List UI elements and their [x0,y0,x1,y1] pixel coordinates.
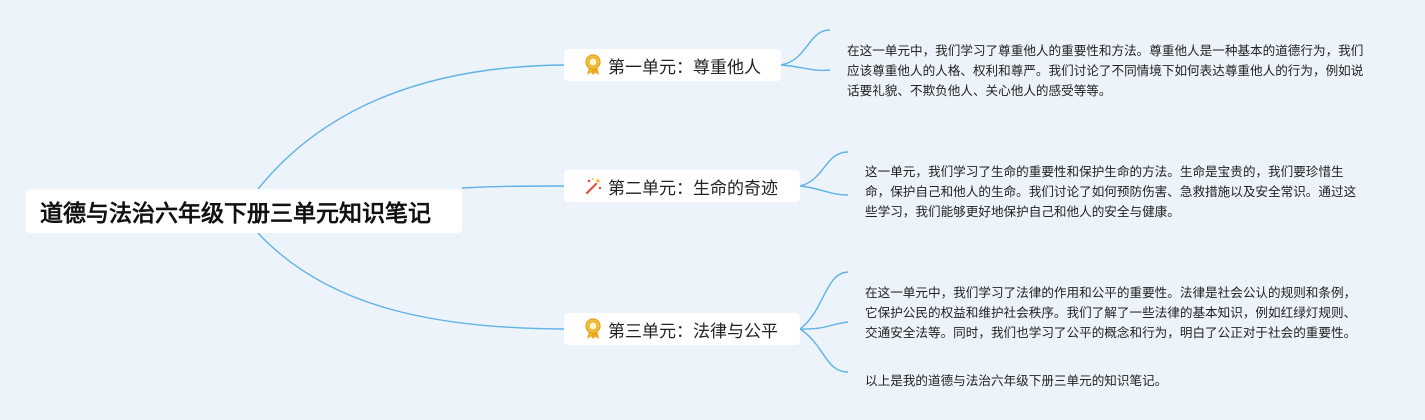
note-unit2[interactable]: 这一单元，我们学习了生命的重要性和保护生命的方法。生命是宝贵的，我们要珍惜生命，… [865,164,1357,219]
summary-note[interactable]: 以上是我的道德与法治六年级下册三单元的知识笔记。 [865,373,1168,388]
root-title: 道德与法治六年级下册三单元知识笔记 [40,201,431,227]
connector-branch3-note [799,271,849,330]
connector-root-branch2 [461,185,565,189]
award-ribbon-icon [582,54,604,76]
branch-node-unit2[interactable]: 第二单元：生命的奇迹 [564,170,800,202]
branch-title-unit1: 第一单元：尊重他人 [608,57,761,78]
connector-branch3-summary [799,328,849,373]
branch-title-unit3: 第三单元：法律与公平 [608,321,778,342]
connector-root-branch1 [257,64,565,190]
note-unit3[interactable]: 在这一单元中，我们学习了法律的作用和公平的重要性。法律是社会公认的规则和条例，它… [865,285,1357,340]
award-ribbon-icon [582,318,604,340]
connector-branch2-note [799,151,849,196]
connector-root-branch3 [257,232,565,330]
root-node[interactable]: 道德与法治六年级下册三单元知识笔记 [26,189,462,233]
branch-node-unit1[interactable]: 第一单元：尊重他人 [564,49,781,81]
sparkle-wand-icon [582,175,604,197]
branch-node-unit3[interactable]: 第三单元：法律与公平 [564,313,800,345]
note-unit1[interactable]: 在这一单元中，我们学习了尊重他人的重要性和方法。尊重他人是一种基本的道德行为，我… [847,43,1364,98]
connector-branch1-note [780,29,831,72]
branch-title-unit2: 第二单元：生命的奇迹 [608,178,778,199]
